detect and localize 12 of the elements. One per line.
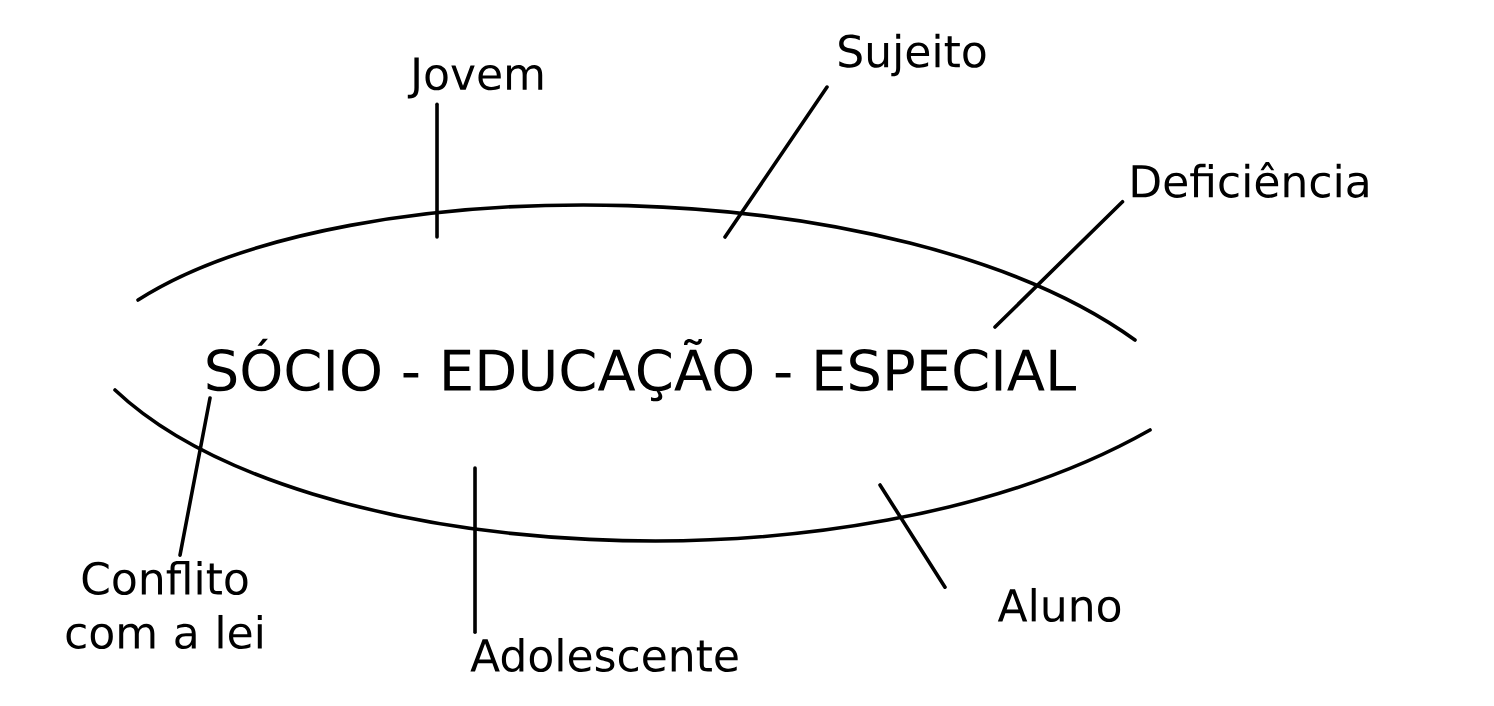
leader-line (723, 85, 829, 239)
term-label: Aluno (997, 587, 1121, 623)
term-label: Sujeito (839, 33, 986, 77)
term-label: Adolescente (470, 637, 738, 673)
term-label: Jovem (407, 57, 543, 99)
term-label: Conflito com a lei (66, 560, 262, 649)
leader-line (993, 199, 1125, 329)
leader-line (435, 102, 439, 239)
leader-line (473, 466, 477, 634)
leader-line (878, 483, 947, 589)
leader-line (178, 396, 212, 557)
term-label: Deficiência (1132, 162, 1368, 198)
